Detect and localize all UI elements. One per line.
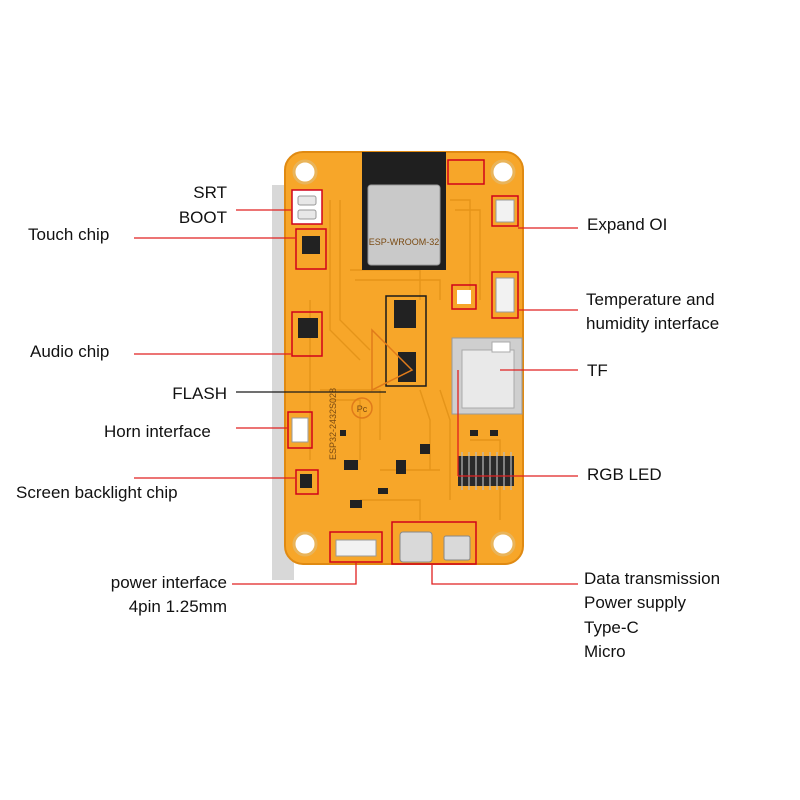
label-flash: FLASH — [172, 384, 227, 403]
temp-sensor-box — [451, 284, 477, 310]
micro-usb-port — [443, 535, 471, 561]
touch-chip — [302, 236, 320, 254]
temp-connector — [495, 277, 515, 313]
leader-lines — [134, 209, 578, 585]
tf-slot-inner — [461, 349, 515, 409]
flash-chip — [394, 300, 416, 328]
label-horn-interface: Horn interface — [104, 422, 211, 441]
label-data-transmission: Data transmission — [584, 569, 721, 588]
type-c-port — [399, 531, 433, 563]
label-expand-io: Expand OI — [587, 215, 668, 234]
silkscreen-model: ESP32-2432S028 — [328, 388, 338, 460]
module-shield — [367, 184, 441, 266]
srt-button — [297, 195, 317, 206]
label-boot: BOOT — [178, 208, 227, 227]
flash-box — [385, 295, 427, 387]
temp-sensor — [457, 290, 471, 304]
boot-button — [297, 209, 317, 220]
label-tf: TF — [587, 361, 608, 380]
flash-chip-2 — [398, 352, 416, 382]
label-type-c: Type-C — [584, 618, 639, 637]
expand-io-connector — [495, 199, 515, 223]
touch-chip-box — [295, 228, 327, 270]
mount-hole-tl — [292, 159, 318, 185]
backlight-chip — [300, 474, 312, 488]
usb-box — [391, 521, 477, 565]
label-srt: SRT — [193, 183, 227, 202]
misc-components — [340, 430, 498, 508]
rgb-led-block — [458, 456, 514, 486]
temp-connector-box — [491, 271, 519, 319]
leader-power — [232, 562, 357, 585]
backlight-box — [295, 469, 319, 495]
label-micro: Micro — [584, 642, 626, 661]
horn-connector — [291, 417, 309, 443]
leader-data — [431, 564, 578, 585]
horn-box — [287, 411, 313, 449]
mount-hole-bl — [292, 531, 318, 557]
expand-io-box — [491, 195, 519, 227]
logo-text: Pc — [357, 404, 368, 414]
label-power-supply: Power supply — [584, 593, 687, 612]
tf-eject — [491, 341, 511, 353]
label-screen-backlight-chip: Screen backlight chip — [16, 483, 178, 502]
audio-chip-box — [291, 311, 323, 357]
label-temp-humidity-1: Temperature and — [586, 290, 715, 309]
antenna-box — [447, 159, 485, 185]
label-power-interface: power interface — [110, 573, 227, 592]
mount-hole-tr — [490, 159, 516, 185]
logo-circle — [351, 397, 373, 419]
label-temp-humidity-2: humidity interface — [586, 314, 720, 333]
module-text: ESP-WROOM-32 — [369, 237, 440, 247]
label-power-spec: 4pin 1.25mm — [128, 597, 227, 616]
power-connector — [335, 539, 377, 557]
logo-triangle — [371, 328, 414, 392]
mount-hole-br — [490, 531, 516, 557]
label-touch-chip: Touch chip — [28, 225, 110, 244]
label-rgb-led: RGB LED — [587, 465, 662, 484]
audio-chip — [298, 318, 318, 338]
label-audio-chip: Audio chip — [30, 342, 110, 361]
rgb-led-pins — [461, 452, 512, 490]
